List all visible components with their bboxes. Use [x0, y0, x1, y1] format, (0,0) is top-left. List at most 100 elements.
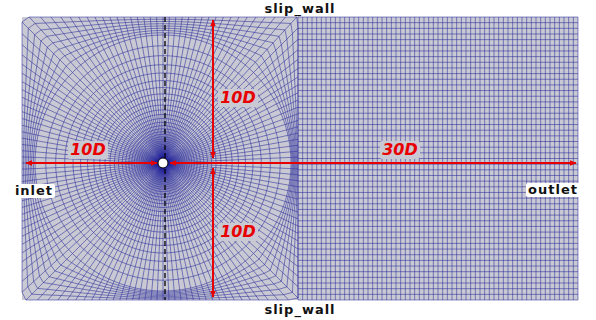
mesh-line: [298, 226, 578, 227]
mesh-line: [29, 17, 160, 160]
mesh-line: [166, 167, 268, 300]
mesh-line: [167, 157, 298, 163]
boundary-name: inlet: [13, 184, 55, 199]
mesh-line: [167, 165, 298, 249]
dimension-label: 10D: [68, 141, 108, 159]
mesh-line: [163, 17, 164, 159]
mesh-line: [22, 55, 159, 160]
mesh-line: [298, 209, 578, 210]
mesh-line: [298, 28, 578, 29]
mesh-line: [298, 175, 578, 176]
mesh-line: [298, 232, 578, 233]
mesh-line: [48, 166, 160, 300]
mesh-line: [298, 147, 578, 148]
mesh-line: [166, 17, 275, 159]
mesh-line: [106, 167, 161, 300]
mesh-line: [167, 165, 298, 226]
mesh-line: [22, 17, 298, 300]
mesh-line: [164, 167, 200, 300]
mesh-line: [158, 158, 169, 169]
mesh-line: [298, 118, 578, 119]
mesh-line: [137, 17, 162, 159]
mesh-line: [167, 139, 298, 162]
mesh-line: [166, 166, 288, 300]
mesh-line: [165, 167, 213, 300]
mesh-line: [298, 141, 578, 142]
mesh-line: [298, 79, 578, 80]
mesh-line: [22, 90, 159, 161]
mesh-line: [298, 56, 578, 57]
mesh-line: [166, 166, 298, 298]
mesh-line: [22, 45, 160, 160]
mesh-line: [164, 167, 193, 300]
mesh-line: [67, 167, 160, 300]
mesh-line: [298, 181, 578, 182]
mesh-line: [22, 112, 159, 162]
mesh-line: [167, 100, 298, 161]
mesh-line: [298, 254, 578, 255]
mesh-line: [298, 107, 578, 108]
mesh-line: [22, 163, 159, 175]
mesh-line: [298, 73, 578, 74]
mesh-line: [298, 277, 578, 278]
mesh-line: [51, 17, 160, 159]
mesh-line: [76, 167, 161, 300]
mesh-line: [167, 151, 298, 162]
mesh-line: [84, 167, 161, 300]
mesh-line: [166, 166, 278, 300]
mesh-line: [298, 39, 578, 40]
mesh-line: [167, 59, 298, 160]
mesh-line: [298, 17, 578, 18]
mesh-line: [298, 237, 578, 238]
mesh-line: [165, 17, 224, 159]
mesh-line: [298, 266, 578, 267]
mesh-line: [29, 26, 295, 296]
mesh-line: [110, 17, 162, 159]
mesh-line: [167, 166, 298, 267]
dimension-arrow: [212, 168, 214, 297]
mesh-line: [298, 215, 578, 216]
mesh-line: [298, 50, 578, 51]
mesh-line: [159, 159, 168, 168]
mesh-line: [95, 17, 161, 159]
mesh-line: [165, 17, 231, 159]
mesh-line: [298, 260, 578, 261]
mesh-line: [298, 84, 578, 85]
mesh-line: [22, 163, 159, 164]
mesh-line: [298, 67, 578, 68]
mesh-line: [158, 158, 168, 168]
mesh-line: [103, 17, 162, 159]
mesh-line: [298, 33, 578, 34]
mesh-line: [165, 167, 220, 300]
mesh-line: [167, 145, 298, 162]
mesh-line: [166, 39, 298, 160]
dimension-label: 30D: [380, 141, 420, 159]
boundary-name: outlet: [526, 183, 580, 198]
mesh-line: [70, 17, 161, 159]
mesh-line: [298, 96, 578, 97]
cylinder: [158, 158, 168, 168]
mesh-line: [298, 294, 578, 295]
mesh-line: [167, 165, 298, 241]
mesh-line: [22, 22, 160, 160]
mesh-line: [40, 17, 160, 160]
mesh-line: [27, 24, 296, 297]
mesh-line: [61, 17, 161, 159]
mesh-line: [298, 169, 578, 170]
mesh-line: [150, 17, 162, 159]
mesh-line: [298, 203, 578, 204]
mesh-line: [167, 85, 298, 161]
mesh-line: [298, 271, 578, 272]
mesh-line: [298, 124, 578, 125]
dimension-arrow: [212, 20, 214, 158]
mesh-line: [298, 90, 578, 91]
mesh-line: [124, 17, 162, 159]
mesh-line: [298, 62, 578, 63]
mesh-line: [25, 22, 296, 298]
mesh-line: [22, 64, 159, 160]
mesh-line: [167, 127, 298, 162]
mesh-line: [298, 152, 578, 153]
